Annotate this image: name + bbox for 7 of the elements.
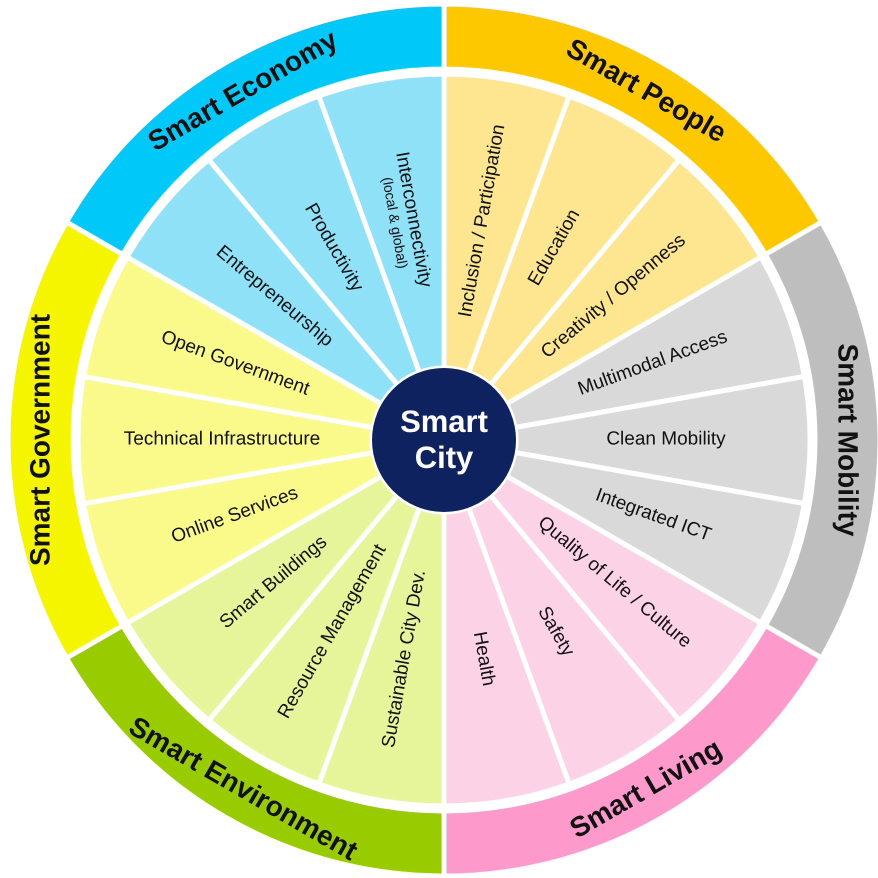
segment-label: Sustainable City Dev. (380, 568, 432, 750)
sector-title: Smart Government (26, 314, 56, 566)
segment-label: Technical Infrastructure (124, 430, 320, 450)
segment-label: Health (468, 630, 498, 688)
sector-title: Smart Mobility (832, 344, 862, 536)
segment-label: Clean Mobility (606, 430, 726, 450)
segment-label: Inclusion / Participation (455, 123, 510, 320)
